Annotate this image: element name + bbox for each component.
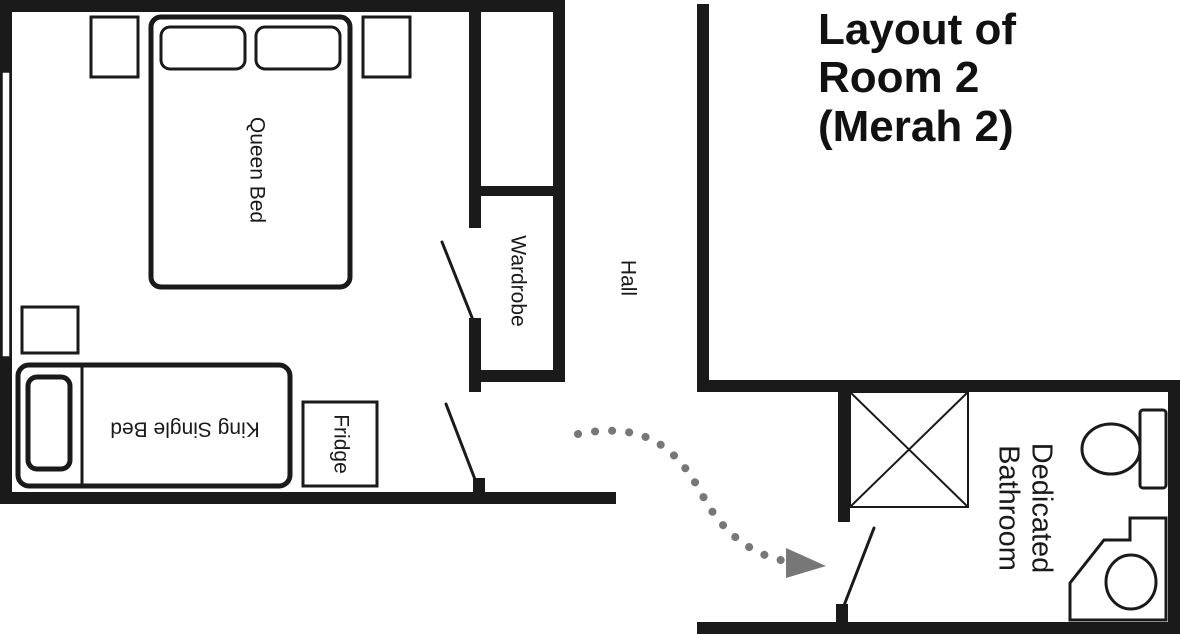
bathroom-door (841, 526, 876, 610)
fridge-label: Fridge (329, 414, 352, 474)
hall-label: Hall (616, 260, 639, 296)
bedroom-door (444, 402, 478, 484)
page-title: Layout of Room 2 (Merah 2) (818, 5, 1016, 151)
wardrobe-door (440, 240, 475, 322)
bathroom-label-line2: Bathroom (992, 445, 1024, 571)
title-line-3: (Merah 2) (818, 101, 1014, 151)
toilet (1080, 408, 1168, 490)
wardrobe-label: Wardrobe (506, 235, 529, 326)
king-single-bed: King Single Bed (15, 362, 293, 489)
queen-bed-label: Queen Bed (245, 117, 268, 223)
title-line-1: Layout of (818, 5, 1016, 54)
window (1, 71, 11, 358)
shower (849, 391, 969, 508)
title-line-2: Room 2 (818, 53, 980, 103)
nightstand-left (89, 15, 140, 79)
bathroom-walls (697, 4, 1180, 634)
direction-arrow (574, 426, 826, 578)
nightstand-right (361, 15, 412, 79)
king-single-bed-label: King Single Bed (110, 417, 259, 440)
bathroom-label-line1: Dedicated (1025, 443, 1057, 574)
sink (1068, 516, 1168, 622)
queen-bed: Queen Bed (148, 14, 353, 290)
fridge: Fridge (301, 400, 379, 488)
side-table (20, 305, 80, 355)
